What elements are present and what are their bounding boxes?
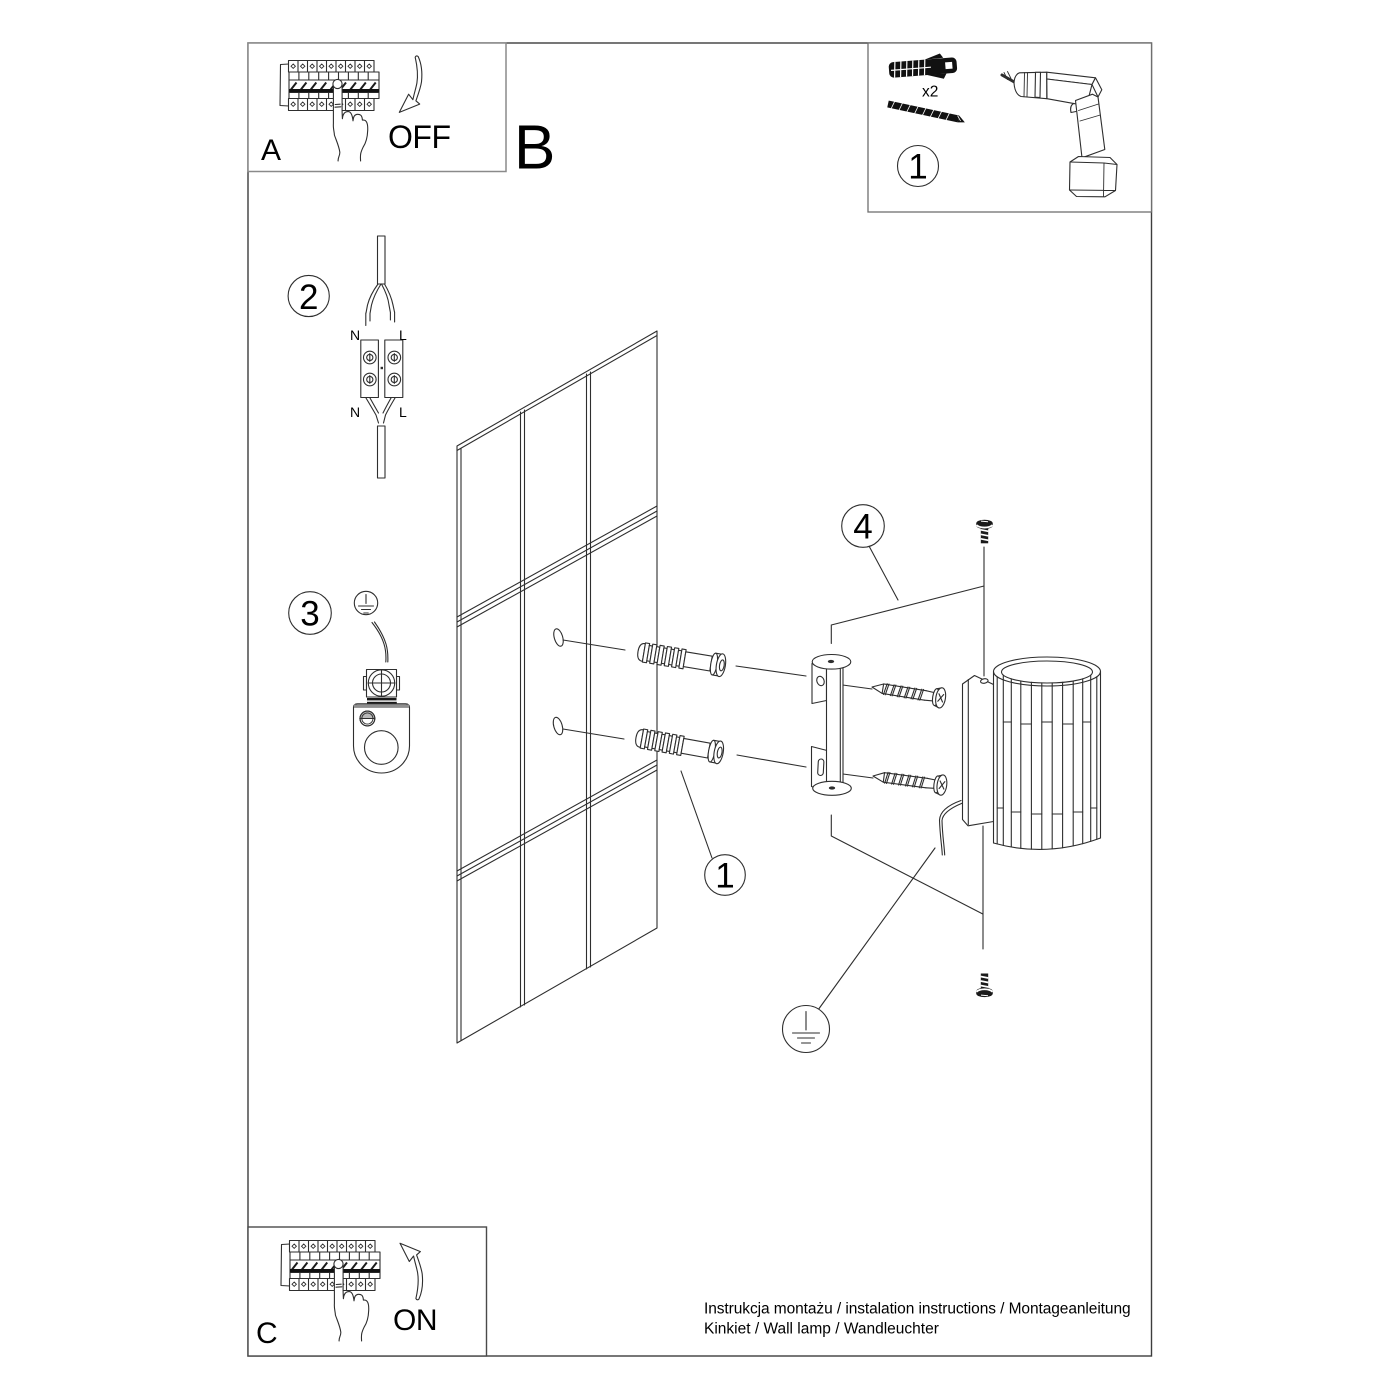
svg-text:OFF: OFF — [388, 119, 450, 155]
svg-text:A: A — [261, 134, 281, 167]
svg-text:ON: ON — [393, 1304, 437, 1337]
svg-text:N: N — [350, 327, 360, 343]
svg-text:1: 1 — [715, 857, 734, 896]
svg-text:L: L — [399, 404, 407, 420]
svg-text:3: 3 — [300, 595, 319, 634]
svg-text:2: 2 — [299, 278, 318, 317]
svg-text:C: C — [256, 1317, 278, 1350]
svg-text:N: N — [350, 404, 360, 420]
svg-text:Kinkiet / Wall lamp / Wandleuc: Kinkiet / Wall lamp / Wandleuchter — [704, 1321, 939, 1338]
svg-text:Instrukcja montażu / instalati: Instrukcja montażu / instalation instruc… — [704, 1301, 1131, 1318]
svg-text:B: B — [514, 114, 555, 183]
svg-text:1: 1 — [908, 148, 927, 187]
svg-text:4: 4 — [853, 508, 872, 547]
svg-text:x2: x2 — [922, 84, 938, 101]
svg-text:L: L — [399, 327, 407, 343]
